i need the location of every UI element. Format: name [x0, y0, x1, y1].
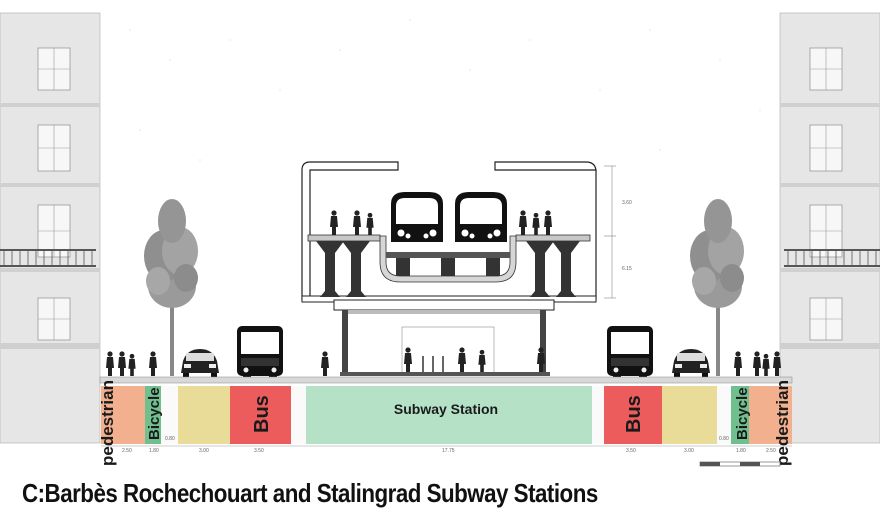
tree-icon	[144, 199, 198, 376]
lane-band-buffer	[291, 386, 306, 444]
person-icon	[366, 212, 374, 235]
track-support	[441, 258, 455, 276]
car-icon	[672, 349, 710, 377]
dimension-bicycle-width: 1.80	[149, 448, 159, 454]
lane-band-pedestrian	[749, 386, 792, 444]
tree-icon	[690, 199, 744, 376]
dimension-pedestrian-width: 2.50	[122, 448, 132, 454]
lane-label-pedestrian-right: pedestrian	[773, 380, 792, 466]
person-icon	[128, 353, 136, 376]
elevated-viaduct	[301, 161, 597, 303]
support-pier	[342, 241, 370, 297]
lane-band-bus	[604, 386, 662, 444]
track-support	[396, 258, 410, 276]
dimension-car-width: 3.00	[199, 448, 209, 454]
lane-label-bus-left: Bus	[251, 395, 273, 433]
lane-label-pedestrian-left: pedestrian	[98, 380, 117, 466]
support-pier	[316, 241, 344, 297]
person-icon	[532, 212, 540, 235]
support-pier	[552, 241, 580, 297]
lane-label-subway-station: Subway Station	[394, 401, 498, 417]
person-icon	[544, 210, 552, 235]
dimension-pedestrian-width: 2.50	[766, 448, 776, 454]
lane-bands	[101, 386, 792, 444]
person-icon	[458, 347, 466, 372]
height-dimension: 3.60 6.15	[604, 165, 632, 299]
cyclist-icon	[734, 351, 742, 376]
lane-band-bicycle	[145, 386, 161, 444]
width-dimension-line: 2.50 1.80 0.80 3.00 3.50 17.75 3.50 3.00…	[101, 436, 792, 454]
track-support	[486, 258, 500, 276]
person-icon	[762, 353, 770, 376]
support-pier	[526, 241, 554, 297]
person-icon	[404, 347, 412, 372]
metro-train-icon	[455, 192, 507, 242]
dimension-bus-width: 3.50	[626, 448, 636, 454]
dimension-station-width: 17.75	[442, 448, 455, 454]
person-icon	[118, 351, 126, 376]
car-icon	[181, 349, 219, 377]
person-icon	[753, 351, 761, 376]
person-icon	[478, 349, 486, 372]
scale-bar	[699, 461, 781, 467]
lane-label-bicycle-left: Bicycle	[146, 387, 163, 440]
dimension-bus-width: 3.50	[254, 448, 264, 454]
person-icon	[330, 210, 338, 235]
lane-band-car	[662, 386, 717, 444]
building-right	[779, 12, 880, 444]
lane-band-pedestrian	[101, 386, 145, 444]
lane-band-buffer	[592, 386, 604, 444]
bus-icon	[237, 326, 283, 378]
person-icon	[106, 351, 114, 376]
metro-train-icon	[391, 192, 443, 242]
person-icon	[353, 210, 361, 235]
lane-label-bicycle-right: Bicycle	[734, 387, 751, 440]
building-left	[0, 12, 101, 444]
station-entrance	[333, 299, 555, 376]
lane-band-subway-station	[306, 386, 592, 444]
lane-band-car	[178, 386, 230, 444]
dimension-lower-height: 6.15	[622, 266, 632, 272]
lane-label-bus-right: Bus	[623, 395, 645, 433]
dimension-upper-height: 3.60	[622, 200, 632, 206]
lane-band-buffer	[717, 386, 731, 444]
bus-icon	[607, 326, 653, 378]
dimension-bicycle-width: 1.80	[736, 448, 746, 454]
diagram-caption: C:Barbès Rochechouart and Stalingrad Sub…	[22, 478, 598, 508]
dimension-car-width: 3.00	[684, 448, 694, 454]
person-icon	[519, 210, 527, 235]
dimension-buffer-width: 0.80	[719, 436, 729, 442]
lane-band-buffer	[161, 386, 178, 444]
cyclist-icon	[149, 351, 157, 376]
lane-band-bus	[230, 386, 291, 444]
person-icon	[321, 351, 329, 376]
background-pattern	[129, 19, 761, 161]
dimension-buffer-width: 0.80	[165, 436, 175, 442]
lane-band-bicycle	[731, 386, 749, 444]
street-surface	[99, 376, 793, 384]
